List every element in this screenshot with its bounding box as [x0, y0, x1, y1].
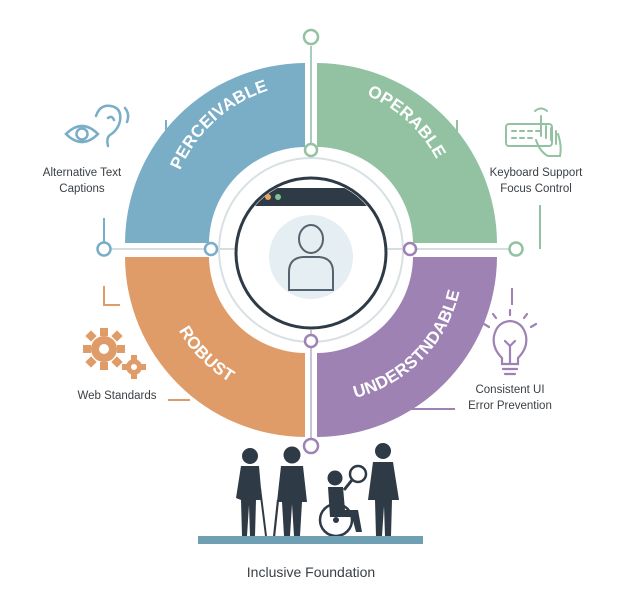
gears-icon	[83, 328, 146, 379]
note-focus-control: Focus Control	[500, 183, 572, 195]
diverse-people-icon	[236, 443, 399, 538]
note-web-standards: Web Standards	[77, 390, 156, 402]
eye-ear-icon	[64, 104, 130, 148]
segment-understandable[interactable]	[317, 257, 497, 437]
user-profile-icon	[288, 224, 334, 291]
note-captions: Captions	[59, 183, 105, 195]
segment-robust[interactable]	[125, 257, 305, 437]
segment-operable[interactable]	[317, 63, 497, 243]
note-keyboard-support: Keyboard Support	[490, 167, 584, 179]
center-user-window	[234, 176, 388, 330]
foundation-platform	[198, 536, 423, 544]
note-alternative-text: Alternative Text	[43, 167, 122, 179]
footer-caption: Inclusive Foundation	[247, 564, 375, 580]
note-error-prevention: Error Prevention	[468, 400, 552, 412]
keyboard-hand-icon	[505, 107, 562, 157]
window-dot-green	[275, 194, 281, 200]
segment-perceivable[interactable]	[125, 63, 305, 243]
window-dot-orange	[265, 194, 271, 200]
lightbulb-icon	[482, 308, 538, 376]
connector-nodes	[96, 28, 524, 455]
note-consistent-ui: Consistent UI	[475, 384, 544, 396]
